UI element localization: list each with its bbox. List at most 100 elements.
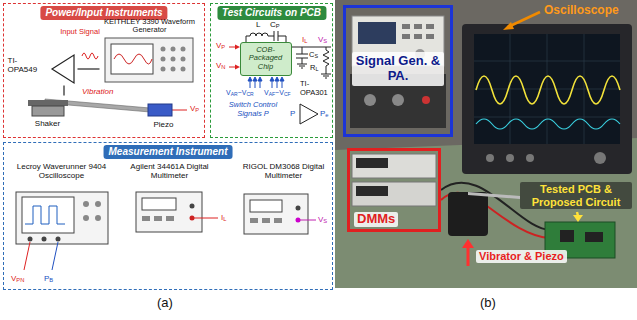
load-wires-part bbox=[321, 47, 331, 78]
signal-name: VP bbox=[216, 41, 225, 50]
lab-photo-part bbox=[402, 24, 410, 29]
multimeter-drawing-part bbox=[189, 215, 194, 220]
component-name: RL bbox=[310, 64, 318, 73]
waveform-generator-drawing-part bbox=[170, 46, 175, 51]
lab-photo-part bbox=[526, 154, 534, 162]
switch-control-arrows-part bbox=[253, 77, 257, 81]
node-label: Shaker bbox=[22, 119, 74, 128]
multimeter-drawing-part bbox=[194, 217, 218, 218]
node-label: COB-Packaged Chip bbox=[241, 46, 291, 72]
signal-name: Pe bbox=[320, 109, 329, 118]
waveform-generator-drawing-part bbox=[180, 56, 185, 61]
load-wires-part bbox=[292, 47, 331, 48]
lab-photo-part bbox=[402, 34, 410, 39]
lab-photo-part bbox=[422, 96, 430, 104]
photo-callout: Tested PCB & Proposed Circuit bbox=[520, 182, 632, 209]
photo-callout: Vibrator & Piezo bbox=[476, 250, 567, 263]
oscilloscope-drawing-part bbox=[24, 242, 30, 270]
oscilloscope: Lecroy Waverunner 9404 Oscilloscope bbox=[8, 162, 116, 272]
signal-name: VS bbox=[318, 35, 327, 44]
power-amplifier-drawing-part bbox=[52, 55, 74, 83]
piezo-output-wire bbox=[172, 110, 187, 111]
multimeter-drawing-part bbox=[244, 194, 308, 234]
power-amplifier: TI- OPA549 bbox=[8, 52, 78, 86]
lab-photo-part bbox=[392, 94, 404, 106]
signal-name: VAF~VCF bbox=[264, 89, 291, 97]
switch-control-arrows-part bbox=[280, 77, 284, 81]
subscript: S bbox=[323, 218, 327, 224]
waveform-generator-drawing-part bbox=[170, 66, 175, 71]
multimeter-drawing-part bbox=[300, 219, 316, 220]
subscript: CF bbox=[284, 91, 291, 97]
input-wires-part bbox=[229, 67, 236, 68]
photo-callout-box: Signal Gen. & PA. bbox=[343, 5, 453, 137]
lab-photo-part bbox=[506, 154, 514, 162]
lab-photo-part bbox=[585, 232, 603, 242]
subscript: AF bbox=[269, 91, 275, 97]
signal-name: VPN bbox=[11, 274, 24, 283]
lab-photo-part bbox=[594, 152, 606, 164]
component-name: L bbox=[256, 20, 260, 29]
piezo-output-wire-part bbox=[172, 110, 187, 111]
oscilloscope-drawing-part bbox=[27, 236, 32, 241]
lab-photo-part bbox=[462, 239, 474, 248]
node-label: Signal Gen. & PA. bbox=[352, 52, 444, 86]
lab-photo bbox=[335, 0, 637, 288]
oscilloscope-drawing-part bbox=[52, 242, 58, 270]
waveform-generator-drawing-part bbox=[160, 66, 165, 71]
waveform-generator-drawing-part bbox=[160, 56, 165, 61]
chip-box: COB-Packaged Chip bbox=[240, 42, 292, 76]
lab-photo-part bbox=[352, 154, 436, 178]
waveform-generator-drawing-part bbox=[180, 66, 185, 71]
piezo-clamp-drawing bbox=[140, 100, 188, 136]
multimeter-drawing-part bbox=[295, 205, 300, 210]
panel-letter: (a) bbox=[157, 296, 173, 311]
photo-callout-box: DMMs bbox=[347, 148, 441, 232]
panel-box: Measurement InstrumentLecroy Waverunner … bbox=[3, 142, 333, 290]
signal-name: VAR~VCR bbox=[226, 89, 254, 97]
input-signal-wave bbox=[82, 53, 98, 59]
wire-connector bbox=[78, 68, 100, 69]
node-label: TI- OPA549 bbox=[8, 56, 44, 74]
part-name: TI- OPA301 bbox=[300, 80, 332, 97]
node-label: KEITHLEY 3390 Waveform Generator bbox=[100, 18, 200, 35]
input-signal-wave-part bbox=[82, 53, 98, 59]
lab-photo-part bbox=[352, 182, 436, 206]
multimeter-drawing-part bbox=[189, 203, 194, 208]
subscript: P bbox=[276, 23, 280, 29]
component-name: CS bbox=[309, 51, 318, 60]
multimeter-drawing-part bbox=[274, 218, 282, 223]
lab-photo-part bbox=[476, 119, 620, 129]
lab-photo-part bbox=[335, 0, 637, 288]
switch-control-arrows-part bbox=[248, 77, 252, 81]
subscript: CR bbox=[246, 91, 253, 97]
oscilloscope-drawing-part bbox=[25, 206, 65, 224]
shaker-drawing-part bbox=[32, 106, 64, 116]
input-wires-part bbox=[229, 47, 236, 48]
multimeter-drawing-part bbox=[166, 216, 174, 221]
lab-photo-part bbox=[414, 34, 422, 39]
node-label: DMMs bbox=[354, 212, 398, 227]
lab-photo-part bbox=[356, 158, 388, 168]
signal-name: VN bbox=[216, 61, 226, 70]
component-name: CP bbox=[270, 20, 280, 29]
lab-photo-part bbox=[364, 94, 376, 106]
annotation: Switch Control Signals P bbox=[220, 101, 286, 118]
inductor-capacitor-wires bbox=[246, 31, 286, 42]
shaker: Shaker bbox=[22, 96, 74, 134]
multimeter-drawing-part bbox=[142, 216, 150, 221]
oscilloscope-drawing-part bbox=[22, 197, 74, 233]
inductor-capacitor-wires-part bbox=[246, 33, 274, 42]
lab-photo-part bbox=[414, 24, 422, 29]
subscript: S bbox=[323, 38, 327, 44]
multimeter-drawing-part bbox=[250, 200, 282, 212]
multimeter-drawing-part bbox=[136, 192, 202, 232]
lab-photo-part bbox=[462, 24, 632, 174]
subscript: PN bbox=[16, 277, 24, 283]
multimeter-drawing-part bbox=[295, 217, 300, 222]
lab-photo-part bbox=[467, 246, 470, 266]
multimeter-drawing-part bbox=[262, 218, 270, 223]
